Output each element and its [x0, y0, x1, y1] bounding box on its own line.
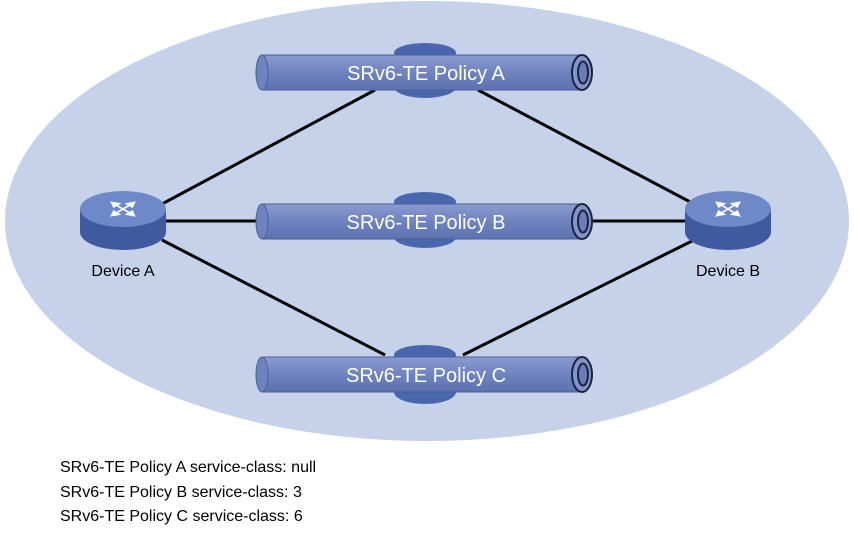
links	[161, 88, 695, 357]
device-label-a: Device A	[91, 263, 154, 280]
tunnel-policy-c[interactable]: SRv6-TE Policy C	[255, 345, 593, 404]
legend-item-policy-b: SRv6-TE Policy B service-class: 3	[60, 483, 302, 501]
link-device-a-policy-a	[161, 88, 376, 206]
device-b[interactable]: Device B	[685, 191, 771, 280]
tunnel-label-policy-c: SRv6-TE Policy C	[346, 365, 506, 387]
tunnel-right-cap-inner	[577, 209, 589, 234]
legend-item-policy-c: SRv6-TE Policy C service-class: 6	[60, 508, 303, 525]
service-class-legend: SRv6-TE Policy A service-class: null SRv…	[60, 456, 316, 530]
tunnel-body	[261, 54, 583, 91]
tunnel-body	[261, 203, 583, 240]
link-policy-c-device-b	[462, 238, 695, 357]
tunnel-right-cap-inner	[577, 362, 589, 387]
tunnel-body	[261, 356, 583, 393]
link-policy-a-device-b	[477, 88, 695, 206]
tunnel-right-cap-inner	[577, 60, 589, 85]
tunnel-policy-b[interactable]: SRv6-TE Policy B	[255, 192, 593, 248]
tunnel-label-policy-a: SRv6-TE Policy A	[347, 63, 505, 85]
tunnel-label-policy-b: SRv6-TE Policy B	[347, 212, 506, 234]
tunnel-left-cap	[255, 54, 269, 91]
tunnel-left-cap	[255, 203, 269, 240]
device-a[interactable]: Device A	[80, 191, 166, 280]
tunnel-left-cap	[255, 356, 269, 393]
legend-item-policy-a: SRv6-TE Policy A service-class: null	[60, 459, 317, 476]
tunnel-policy-a[interactable]: SRv6-TE Policy A	[255, 43, 593, 98]
link-device-a-policy-c	[161, 238, 386, 357]
device-label-b: Device B	[696, 263, 760, 280]
